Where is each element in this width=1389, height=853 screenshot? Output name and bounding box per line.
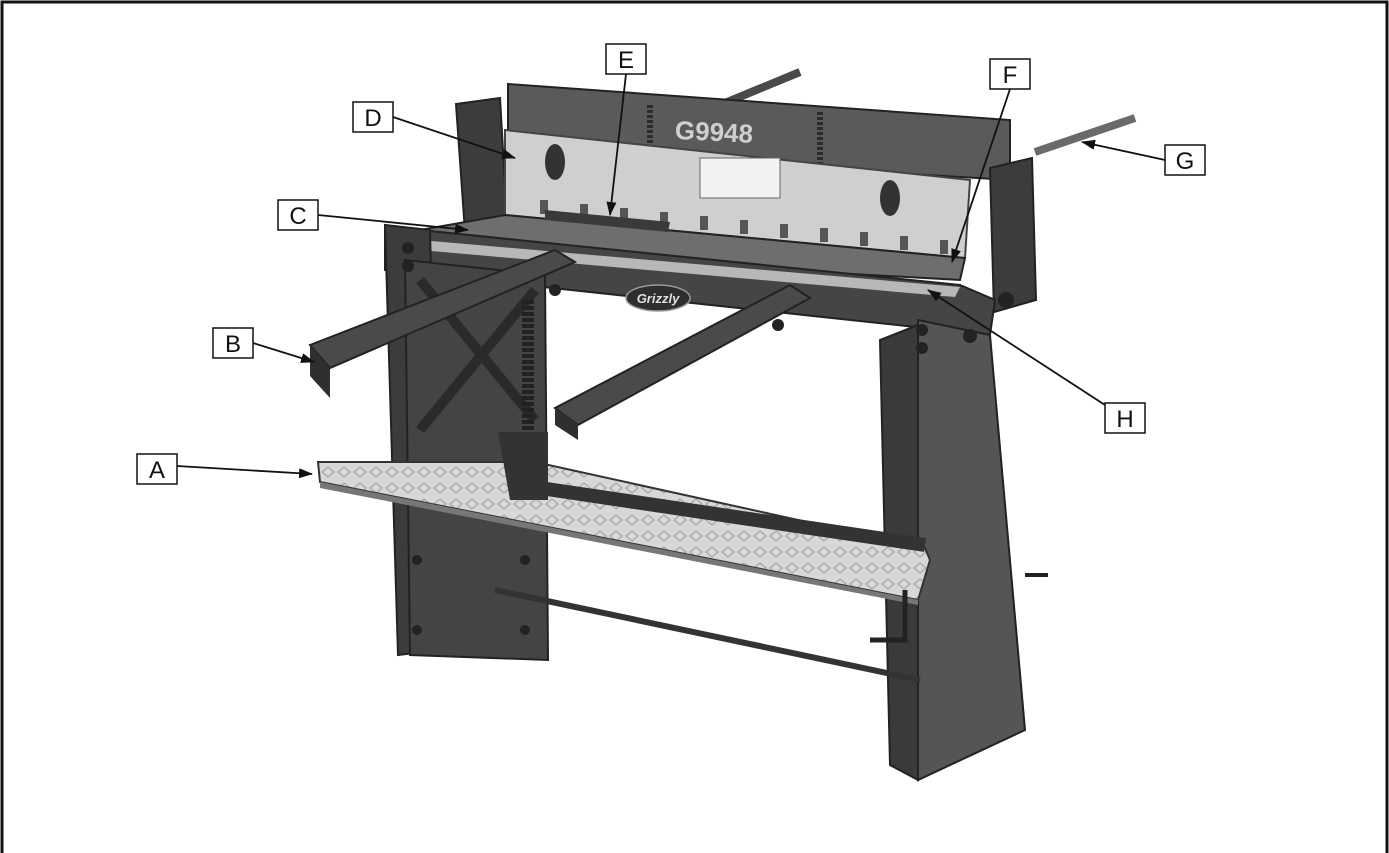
leader-line: [392, 116, 516, 159]
leader-line: [317, 214, 469, 234]
callout-e: E: [605, 43, 647, 216]
leader-line: [1081, 139, 1166, 161]
callout-label: B: [225, 331, 241, 358]
callout-c: C: [277, 199, 469, 234]
leader-line: [252, 342, 315, 363]
callout-label: G: [1176, 148, 1195, 175]
callout-label: A: [149, 457, 165, 484]
callout-f: F: [951, 58, 1031, 263]
callout-label: H: [1116, 406, 1133, 433]
callout-box: [989, 58, 1031, 90]
callout-g: G: [1081, 139, 1206, 176]
callout-box: [352, 101, 394, 133]
sheet-metal-shear-illustration: G9948 Grizzly: [308, 68, 1137, 782]
leader-line: [176, 465, 313, 479]
callout-h: H: [927, 289, 1146, 434]
callout-a: A: [136, 453, 313, 485]
callout-label: D: [364, 105, 381, 132]
brand-badge: Grizzly: [637, 291, 680, 306]
callout-box: [1164, 144, 1206, 176]
callout-label: C: [289, 203, 306, 230]
leader-line: [951, 88, 1011, 263]
leader-line: [927, 289, 1106, 406]
model-badge: G9948: [674, 115, 754, 149]
callout-label: F: [1003, 62, 1018, 89]
callout-box: [1104, 402, 1146, 434]
callout-b: B: [212, 327, 315, 363]
callout-label: E: [618, 47, 634, 74]
callout-box: [136, 453, 178, 485]
callout-d: D: [352, 101, 516, 159]
leader-line: [606, 73, 627, 216]
callout-box: [212, 327, 254, 359]
callout-box: [605, 43, 647, 75]
